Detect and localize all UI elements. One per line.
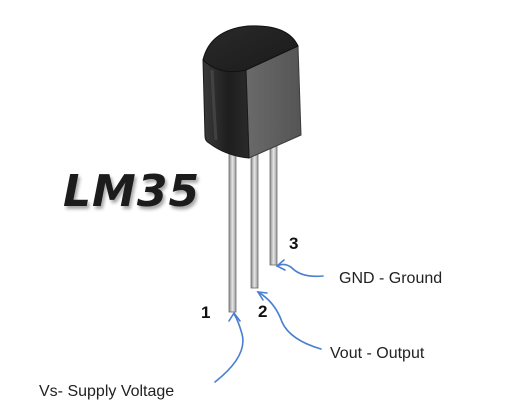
pin-3-lead	[269, 139, 278, 266]
pin-1-lead	[228, 149, 237, 313]
pin-2-lead	[250, 147, 259, 289]
pin-2-number: 2	[258, 302, 268, 321]
pin-pointers	[214, 259, 324, 383]
arrowhead-pin-1	[228, 311, 241, 322]
package-highlight	[210, 69, 218, 141]
pin-2-label: Vout - Output	[330, 345, 425, 362]
component-title: LM35	[63, 166, 201, 217]
pin-3-number: 3	[289, 234, 299, 253]
curved-arrow-icon	[257, 291, 322, 350]
arrowhead-pin-2	[256, 291, 268, 301]
pin-leads	[228, 139, 278, 313]
to-92-package-icon	[202, 25, 302, 159]
pin-1-label: Vs- Supply Voltage	[39, 383, 175, 400]
curved-arrow-icon	[276, 263, 324, 278]
pin-3-label: GND - Ground	[339, 270, 443, 287]
curved-arrow-icon	[214, 313, 244, 383]
package-top-cap	[202, 25, 299, 73]
arrowhead-pin-3	[275, 259, 286, 271]
pin-1-number: 1	[201, 303, 211, 322]
